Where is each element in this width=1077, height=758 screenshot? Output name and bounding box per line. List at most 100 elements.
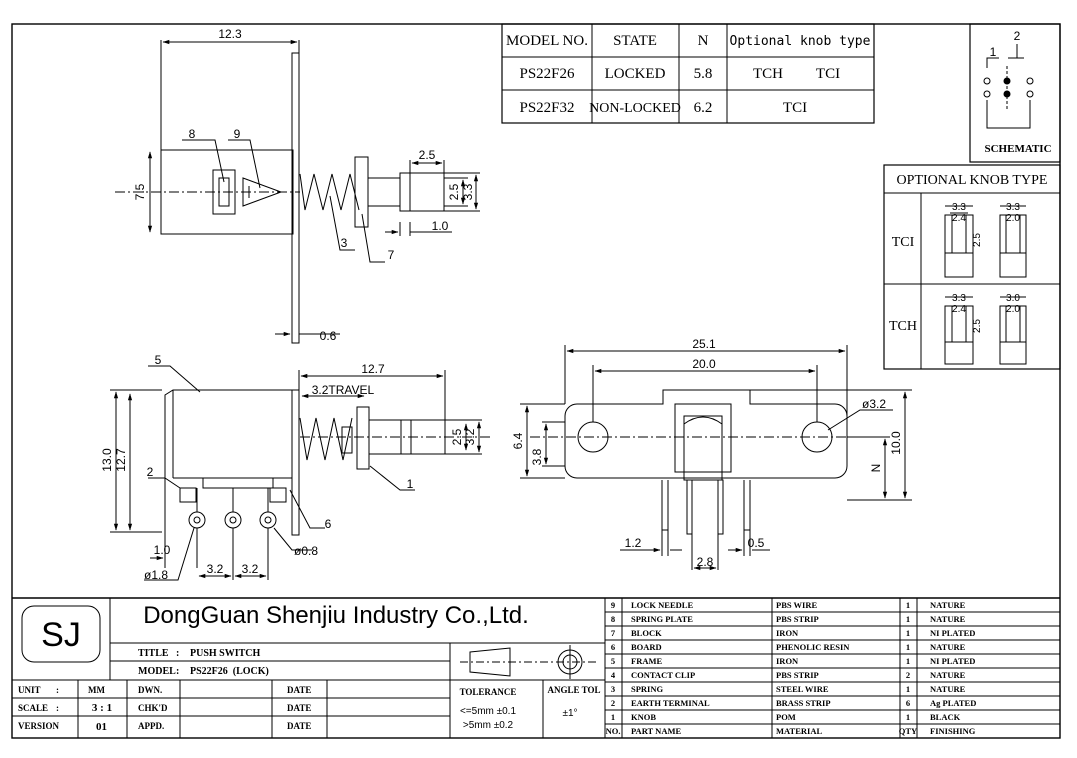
bom-cell-material: POM xyxy=(776,712,796,722)
title-label: TITLE xyxy=(138,648,169,659)
dim-len: 12.7 xyxy=(361,362,385,376)
bom-cell-no: 6 xyxy=(611,642,615,652)
model-table-cell: TCH xyxy=(753,66,783,82)
bom-cell-no: 2 xyxy=(611,698,615,708)
dim-right: 0.5 xyxy=(748,536,765,550)
dim-height: 7.5 xyxy=(133,183,147,200)
top-view xyxy=(115,39,480,344)
dim-h-b: 3.8 xyxy=(530,448,544,465)
unit-sep: : xyxy=(56,685,59,695)
tolerance-label: TOLERANCE xyxy=(460,687,517,697)
bom-cell-no: 5 xyxy=(611,656,615,666)
bom-cell-no: 8 xyxy=(611,614,615,624)
dim-left: 1.2 xyxy=(625,536,642,550)
model-table-cell: 5.8 xyxy=(694,66,713,82)
schematic: 1 2 SCHEMATIC xyxy=(969,23,1061,163)
unit-value: MM xyxy=(88,685,105,695)
dim-pitch-a: 3.2 xyxy=(207,562,224,576)
angle-tol-value: ±1° xyxy=(562,708,577,719)
dwn-label: DWN. xyxy=(138,685,162,695)
dim-label: 2.0 xyxy=(1006,304,1020,315)
date-label: DATE xyxy=(287,703,311,713)
bom-cell-name: BOARD xyxy=(631,642,662,652)
knob-tci-label: TCI xyxy=(892,235,915,250)
model-table-header-state: STATE xyxy=(613,33,657,49)
dim-knob-h1: 2.5 xyxy=(447,183,461,200)
model-label: MODEL xyxy=(138,666,176,677)
callout-6: 6 xyxy=(325,517,332,531)
bom-cell-material: BRASS STRIP xyxy=(776,698,831,708)
dim-pitch: 2.8 xyxy=(697,555,714,569)
model-table: MODEL NO. STATE N Optional knob type PS2… xyxy=(501,23,875,124)
scale-sep: : xyxy=(56,703,59,713)
tolerance-b: >5mm ±0.2 xyxy=(463,720,514,731)
dim-overall: 25.1 xyxy=(692,337,716,351)
dim-knob-len: 2.5 xyxy=(419,148,436,162)
callout-5: 5 xyxy=(155,353,162,367)
dim-pitch-b: 3.2 xyxy=(242,562,259,576)
bom-cell-qty: 1 xyxy=(906,628,910,638)
dim-label: 2.4 xyxy=(952,304,966,315)
optional-knob-table: OPTIONAL KNOB TYPE TCI TCH 3.3 2.4 2.5 3… xyxy=(883,164,1061,370)
bom-cell-material: IRON xyxy=(776,656,799,666)
dim-label: 2.4 xyxy=(952,213,966,224)
side-view xyxy=(110,365,490,581)
bom-header-cell: QTY xyxy=(899,726,917,736)
model-table-cell: 6.2 xyxy=(694,100,713,116)
title-sep: : xyxy=(176,648,179,659)
bom-cell-no: 9 xyxy=(611,600,615,610)
optional-knob-title: OPTIONAL KNOB TYPE xyxy=(897,173,1048,188)
bom-cell-qty: 1 xyxy=(906,712,910,722)
appd-label: APPD. xyxy=(138,721,164,731)
bom-cell-name: CONTACT CLIP xyxy=(631,670,695,680)
dim-h-a: 6.4 xyxy=(511,432,525,449)
version-label: VERSION xyxy=(18,721,60,731)
callout-2: 2 xyxy=(147,465,154,479)
bom-header-cell: FINISHING xyxy=(930,726,976,736)
company-logo: SJ xyxy=(41,616,81,654)
bom-cell-finish: NATURE xyxy=(930,642,966,652)
bom-cell-name: SPRING xyxy=(631,684,664,694)
dim-travel: 3.2TRAVEL xyxy=(312,383,375,397)
dim-label: 2.5 xyxy=(972,319,983,333)
bom-cell-name: FRAME xyxy=(631,656,662,666)
dim-h-inner: 12.7 xyxy=(114,448,128,472)
model-table-header-model: MODEL NO. xyxy=(506,33,588,49)
front-view xyxy=(520,345,912,571)
dim-hole: ø3.2 xyxy=(862,397,886,411)
model-table-header-knob: Optional knob type xyxy=(730,34,871,49)
schematic-pin-2: 2 xyxy=(1014,29,1021,43)
knob-tci-side-view xyxy=(999,205,1027,278)
bom-header-cell: MATERIAL xyxy=(776,726,822,736)
dim-n: N xyxy=(869,464,883,473)
callout-7: 7 xyxy=(388,248,395,262)
bom-cell-qty: 1 xyxy=(906,642,910,652)
dim-knob-h2: 3.2 xyxy=(463,428,477,445)
sheet-border xyxy=(11,23,1061,739)
bom-cell-finish: NATURE xyxy=(930,600,966,610)
model-table-cell: TCI xyxy=(816,66,840,82)
bom-cell-material: PHENOLIC RESIN xyxy=(776,642,850,652)
title-value: PUSH SWITCH xyxy=(190,648,261,659)
bom-cell-qty: 6 xyxy=(906,698,910,708)
knob-tci-front-view xyxy=(944,205,974,278)
schematic-label: SCHEMATIC xyxy=(984,143,1051,155)
unit-label: UNIT xyxy=(18,685,41,695)
bom-cell-material: PBS STRIP xyxy=(776,670,819,680)
bom-cell-finish: Ag PLATED xyxy=(930,698,976,708)
knob-tch-side-view xyxy=(999,296,1027,365)
knob-tch-label: TCH xyxy=(889,319,917,334)
bom-cell-no: 3 xyxy=(611,684,615,694)
bom-cell-no: 4 xyxy=(611,670,616,680)
bom-cell-qty: 1 xyxy=(906,684,910,694)
dim-label: 3.3 xyxy=(952,293,966,304)
dim-label: 2.5 xyxy=(972,233,983,247)
dim-knob-h1: 2.5 xyxy=(450,428,464,445)
bom-cell-finish: BLACK xyxy=(930,712,961,722)
callout-9: 9 xyxy=(234,127,241,141)
bom-cell-finish: NATURE xyxy=(930,684,966,694)
company-name: DongGuan Shenjiu Industry Co.,Ltd. xyxy=(143,602,529,629)
bom-cell-name: SPRING PLATE xyxy=(631,614,693,624)
date-label: DATE xyxy=(287,721,311,731)
bom-cell-finish: NI PLATED xyxy=(930,656,975,666)
